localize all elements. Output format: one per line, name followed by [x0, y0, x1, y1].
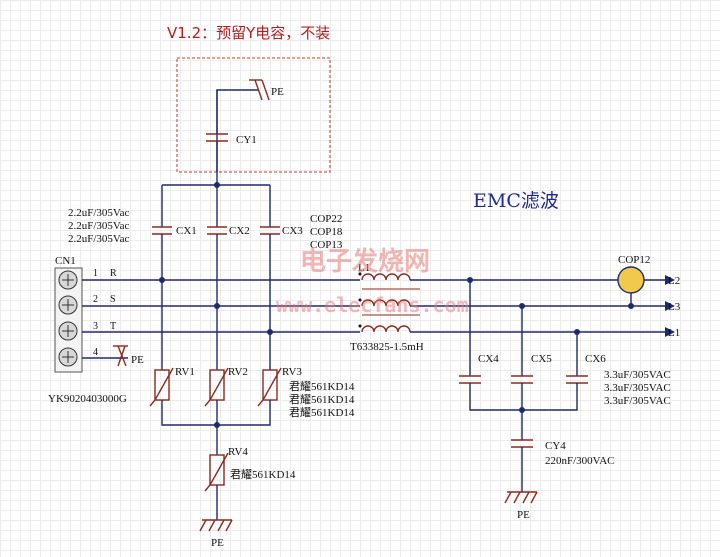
cy4-capacitor: CY4 220nF/300VAC: [511, 439, 614, 467]
cx4-label: CX4: [478, 353, 499, 365]
cop12-jumper: COP12: [617, 254, 650, 306]
pe-symbol-cy1: PE: [216, 79, 284, 172]
cx3-label: CX3: [282, 225, 303, 237]
arrow-l3-icon: [665, 301, 675, 311]
cop22-label: COP22: [310, 213, 342, 225]
cx1-label: CX1: [176, 225, 197, 237]
rv-value-2: 君耀561KD14: [289, 393, 355, 406]
cx5-capacitor: CX5: [511, 353, 552, 384]
l1-part: T633825-1.5mH: [350, 341, 424, 353]
rv2-label: RV2: [228, 366, 248, 378]
cy1-capacitor: CY1: [206, 133, 257, 146]
cx4-capacitor: CX4: [459, 353, 499, 384]
cx2-capacitor: CX2: [207, 225, 250, 237]
cx1-capacitor: CX1: [152, 225, 197, 237]
pe-symbol-rv4: PE: [199, 519, 233, 549]
cx6-label: CX6: [585, 353, 606, 365]
rv-value-3: 君耀561KD14: [289, 406, 355, 419]
arrow-l2-icon: [665, 275, 675, 285]
cx-out-value-3: 3.3uF/305VAC: [604, 395, 671, 407]
cop12-label: COP12: [618, 254, 650, 266]
cx6-capacitor: CX6: [566, 353, 606, 384]
watermark-line2: www.elecfans.com: [276, 293, 469, 317]
pin-3-net: T: [110, 321, 116, 332]
rv3-label: RV3: [282, 366, 302, 378]
choke-l1: L1 T633825-1.5mH: [350, 262, 424, 353]
cx5-label: CX5: [531, 353, 552, 365]
cn1-terminal-3: [58, 321, 78, 341]
connector-cn1: CN1 YK9020403000G: [48, 255, 127, 405]
cx-out-value-2: 3.3uF/305VAC: [604, 382, 671, 394]
rv4-pe-label: PE: [211, 537, 224, 549]
cn1-label: CN1: [55, 255, 76, 267]
rv-value-1: 君耀561KD14: [289, 380, 355, 393]
cy1-pe-label: PE: [271, 86, 284, 98]
pe-symbol-cy4: PE: [504, 491, 538, 521]
cy4-pe-label: PE: [517, 509, 530, 521]
rv1-varistor: RV1: [149, 366, 195, 407]
pin-4-number: 4: [93, 347, 98, 358]
cn1-terminal-4: [58, 347, 78, 367]
cx2-label: CX2: [229, 225, 250, 237]
cx-value-2: 2.2uF/305Vac: [68, 220, 130, 232]
cn1-terminal-2: [58, 295, 78, 315]
pin-2-number: 2: [93, 294, 98, 305]
cn1-part: YK9020403000G: [48, 393, 127, 405]
cn1-terminal-1: [58, 270, 78, 290]
cy1-dashed-box: [176, 57, 331, 173]
pin-1-net: R: [110, 268, 117, 279]
output-l2: L2: [668, 275, 680, 287]
revision-note: V1.2：预留Y电容，不装: [167, 24, 330, 42]
cn1-pe-label: PE: [131, 354, 144, 366]
pe-symbol-cn1: PE: [113, 345, 144, 367]
rv2-varistor: RV2: [204, 366, 248, 407]
arrow-l1-icon: [665, 327, 675, 337]
cy1-label: CY1: [236, 134, 257, 146]
rv4-varistor: RV4 君耀561KD14: [204, 446, 296, 492]
pin-2-net: S: [110, 294, 116, 305]
rv1-label: RV1: [175, 366, 195, 378]
watermark-line1: 电子发烧网: [300, 246, 430, 277]
cx-value-1: 2.2uF/305Vac: [68, 207, 130, 219]
output-l1: L1: [668, 327, 680, 339]
emc-title: EMC滤波: [473, 190, 559, 212]
cx3-capacitor: CX3: [260, 225, 303, 237]
cx-out-value-1: 3.3uF/305VAC: [604, 369, 671, 381]
rv4-value: 君耀561KD14: [230, 468, 296, 481]
cy4-label: CY4: [545, 440, 566, 452]
cop13-label: COP13: [310, 239, 343, 251]
pin-3-number: 3: [93, 321, 98, 332]
cop18-label: COP18: [310, 226, 343, 238]
cy4-value: 220nF/300VAC: [545, 455, 614, 467]
l1-label: L1: [358, 262, 370, 274]
rv4-label: RV4: [228, 446, 248, 458]
output-l3: L3: [668, 301, 681, 313]
pin-1-number: 1: [93, 268, 98, 279]
cx-value-3: 2.2uF/305Vac: [68, 233, 130, 245]
